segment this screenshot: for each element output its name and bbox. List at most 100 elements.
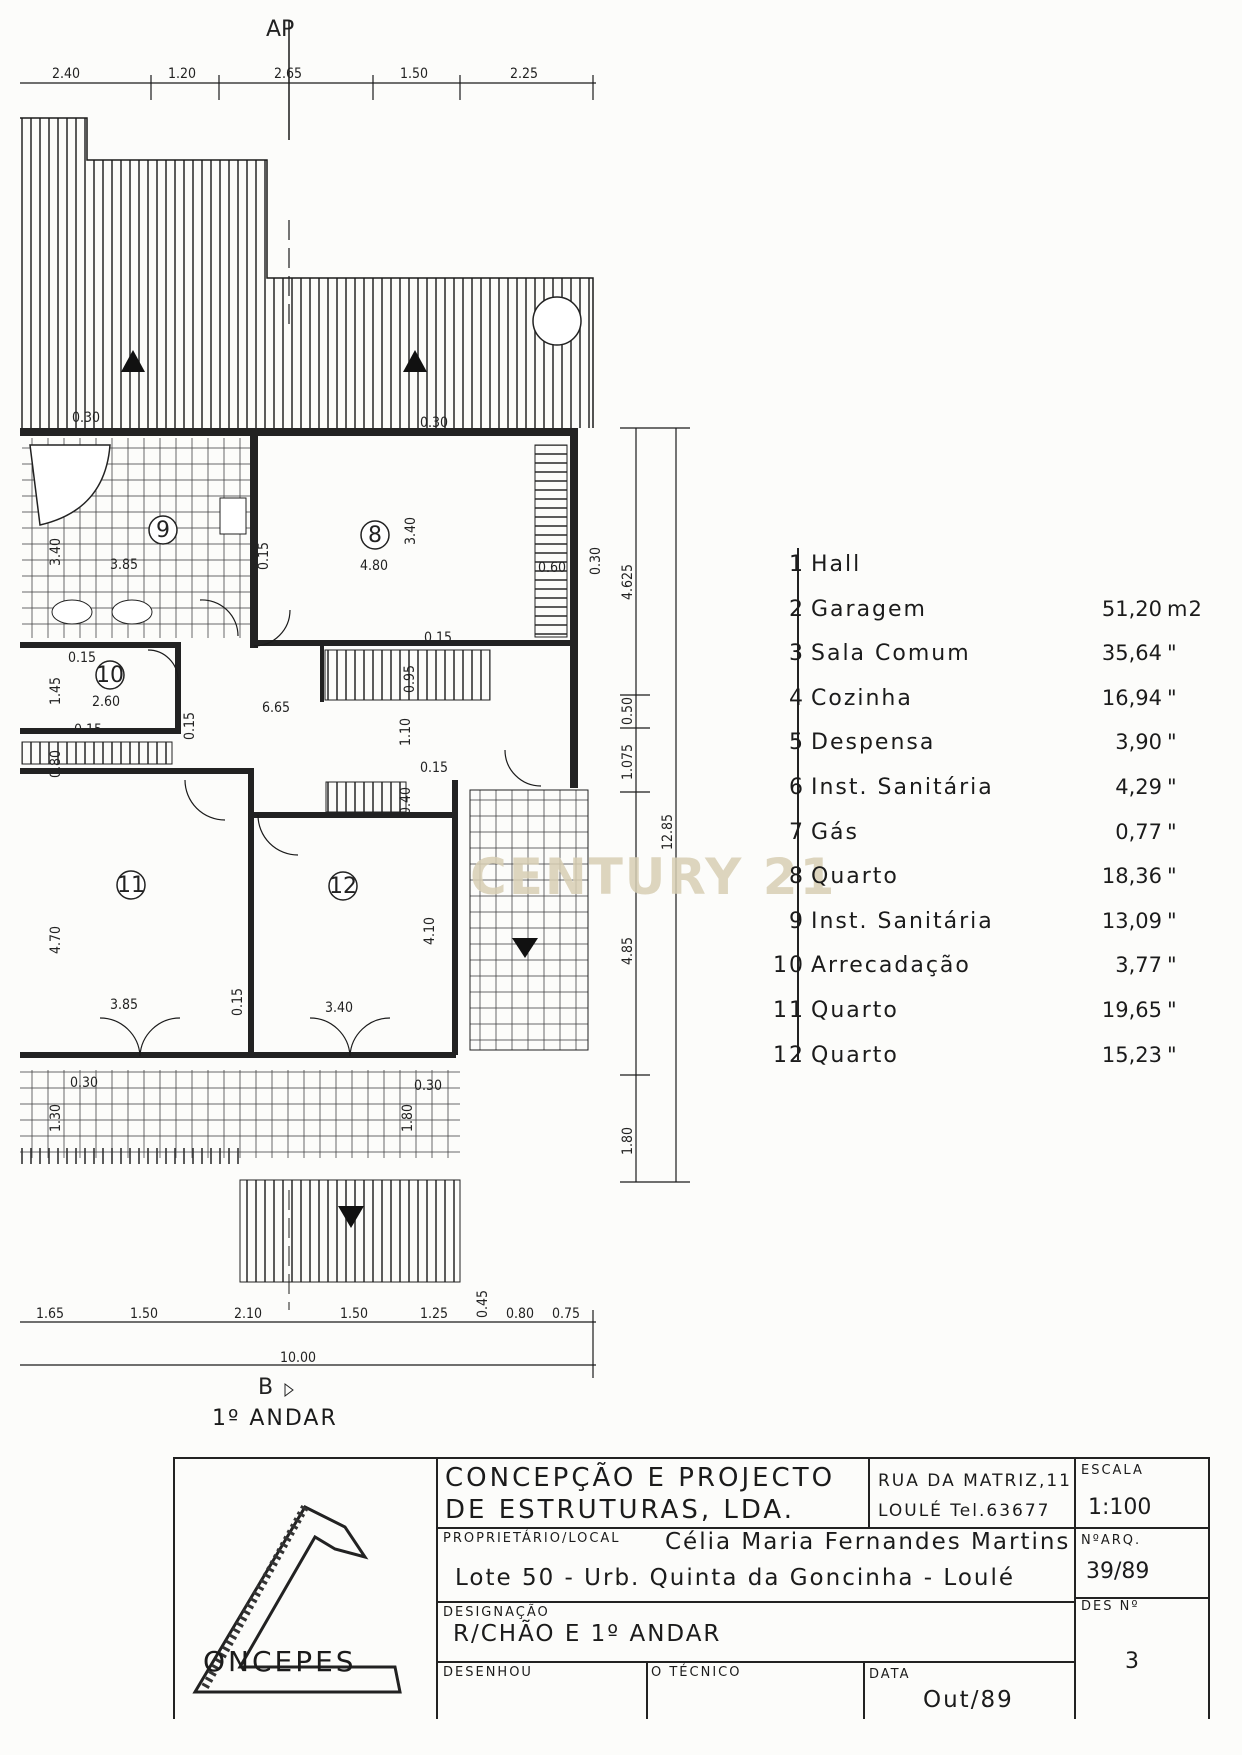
bottom-dimension: 0.80 (506, 1306, 534, 1322)
bottom-dimension-lines (20, 1310, 596, 1378)
legend-room-name: Quarto (811, 1042, 899, 1068)
bottom-dimension: 1.50 (130, 1306, 158, 1322)
legend-unit: " (1167, 685, 1178, 710)
top-dimension-line (20, 75, 596, 100)
owner-label: PROPRIETÁRIO/LOCAL (443, 1531, 621, 1546)
interior-dimension: 0.80 (48, 750, 64, 778)
owner-value: Célia Maria Fernandes Martins (665, 1529, 1071, 1555)
interior-dimension: 0.15 (74, 722, 102, 738)
watermark: CENTURY 21 (470, 848, 837, 906)
legend-room-name: Cozinha (811, 685, 913, 711)
legend-number: 4 (789, 685, 805, 711)
right-total-dimension: 12.85 (660, 814, 676, 850)
room-number: 8 (368, 523, 382, 548)
drawing-no-label: DES Nº (1081, 1599, 1140, 1614)
title-block: ONCEPES CONCEPÇÃO E PROJECTO DE ESTRUTUR… (173, 1457, 1210, 1727)
technician-label: O TÉCNICO (651, 1665, 742, 1680)
legend-area: 51,20 (1101, 596, 1162, 621)
legend-unit: " (1167, 730, 1178, 755)
top-dimension: 2.65 (274, 66, 302, 82)
company-line2: DE ESTRUTURAS, LDA. (445, 1495, 796, 1525)
legend-unit: " (1167, 774, 1178, 799)
stairs (324, 649, 491, 701)
legend-area: 19,65 (1101, 997, 1162, 1022)
interior-dimension: 0.30 (588, 547, 604, 575)
bottom-dimension: 2.10 (234, 1306, 262, 1322)
legend-area: 35,64 (1101, 641, 1162, 666)
legend-room-name: Sala Comum (811, 641, 971, 667)
terrace-arrow-left (121, 350, 145, 372)
room-number-circle (148, 515, 178, 545)
interior-dimension: 0.15 (68, 650, 96, 666)
room-number-circle (360, 520, 390, 550)
interior-dimension: 3.40 (325, 1000, 353, 1016)
interior-dimension: 0.15 (182, 712, 198, 740)
drawn-label: DESENHOU (443, 1665, 533, 1680)
interior-dimension: 0.30 (420, 415, 448, 431)
scale-label: ESCALA (1081, 1463, 1144, 1478)
address-line2: LOULÉ Tel.63677 (878, 1501, 1051, 1521)
interior-dimension: 0.15 (424, 630, 452, 646)
interior-dimension: 2.60 (92, 694, 120, 710)
room-number: 12 (329, 874, 357, 899)
interior-dimension: 0.30 (72, 410, 100, 426)
right-dimension: 1.075 (620, 744, 636, 780)
right-dimension-lines (620, 427, 690, 1183)
legend-unit: " (1167, 864, 1178, 889)
doors (99, 599, 542, 1057)
interior-dimension: 0.30 (414, 1078, 442, 1094)
legend-number: 9 (789, 908, 805, 934)
right-dimension: 1.80 (620, 1127, 636, 1155)
section-marker-bottom: B (258, 1375, 273, 1400)
legend-room-name: Quarto (811, 864, 899, 890)
legend-area: 3,77 (1115, 953, 1162, 978)
interior-dimension: 6.65 (262, 700, 290, 716)
interior-dimension: 4.10 (422, 917, 438, 945)
bottom-dimension: 0.75 (552, 1306, 580, 1322)
legend-unit: " (1167, 641, 1178, 666)
interior-dimension: 0.15 (256, 542, 272, 570)
legend-room-name: Hall (811, 552, 862, 577)
scale-value: 1:100 (1088, 1495, 1152, 1520)
legend-room-name: Inst. Sanitária (811, 908, 994, 934)
legend-unit: " (1167, 1042, 1178, 1067)
interior-dimension: 0.40 (398, 787, 414, 815)
legend-unit: m2 (1167, 596, 1203, 621)
date-label: DATA (869, 1667, 911, 1682)
room-number: 11 (117, 873, 145, 898)
interior-dimension: 4.70 (48, 926, 64, 954)
exterior-walls (20, 428, 578, 788)
bottom-dimension: 1.65 (36, 1306, 64, 1322)
right-dimension: 0.50 (620, 697, 636, 725)
legend-number: 12 (773, 1042, 805, 1068)
interior-dimension: 1.80 (400, 1104, 416, 1132)
interior-dimension: 0.30 (70, 1075, 98, 1091)
legend-area: 3,90 (1115, 730, 1162, 755)
interior-dimension: 3.40 (48, 538, 64, 566)
legend-number: 6 (789, 774, 805, 800)
designation-label: DESIGNAÇÃO (443, 1605, 550, 1620)
address-line1: RUA DA MATRIZ,11 (878, 1471, 1072, 1491)
archive-value: 39/89 (1086, 1559, 1150, 1584)
wardrobe-12 (325, 781, 407, 813)
room-number-circle (95, 660, 125, 690)
bottom-dimension: 1.50 (340, 1306, 368, 1322)
bathroom-9 (22, 438, 250, 638)
room-number-circle (116, 870, 146, 900)
right-dimension: 4.625 (620, 564, 636, 600)
interior-dimension: 1.30 (48, 1104, 64, 1132)
interior-dimension: 1.10 (398, 718, 414, 746)
top-dimension: 2.25 (510, 66, 538, 82)
